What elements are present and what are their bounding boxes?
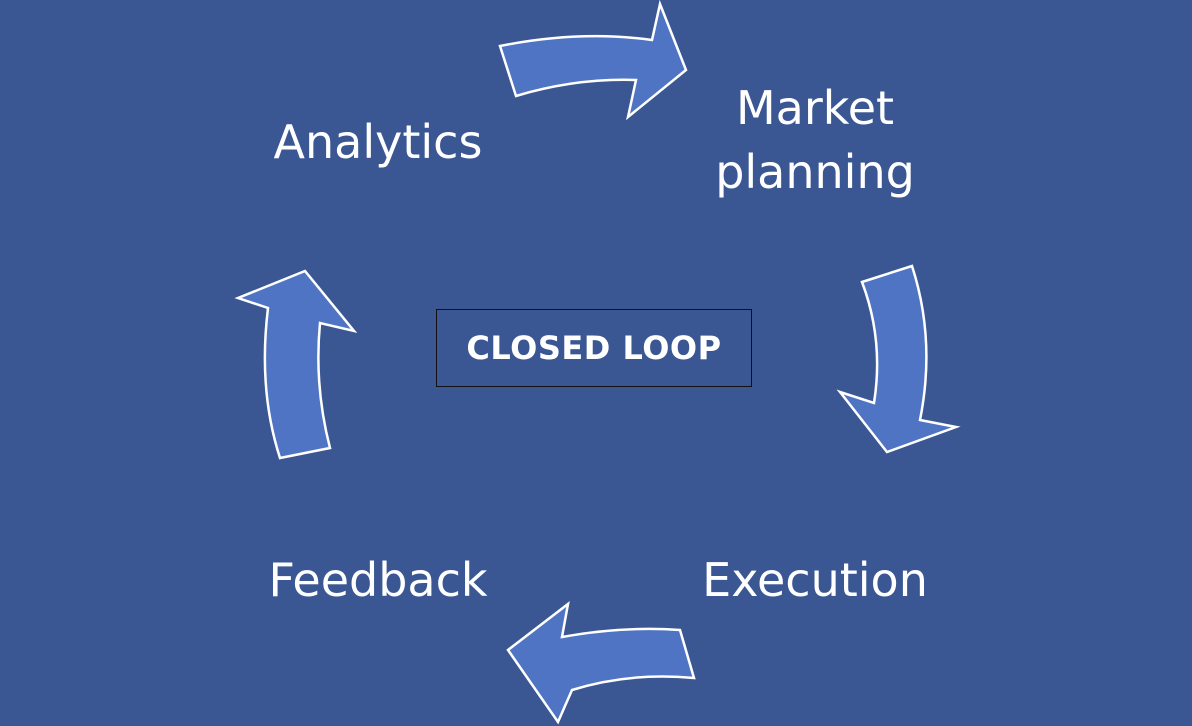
step-market-planning: Market planning (715, 81, 915, 199)
step-execution: Execution (702, 553, 928, 607)
arrow-planning-to-execution (836, 264, 961, 454)
step-feedback: Feedback (268, 553, 488, 607)
arrow-feedback-to-analytics (234, 269, 358, 460)
step-analytics: Analytics (273, 115, 483, 169)
arrow-execution-to-feedback (506, 601, 696, 725)
closed-loop-label: CLOSED LOOP (436, 309, 752, 387)
arrow-analytics-to-planning (498, 0, 688, 121)
